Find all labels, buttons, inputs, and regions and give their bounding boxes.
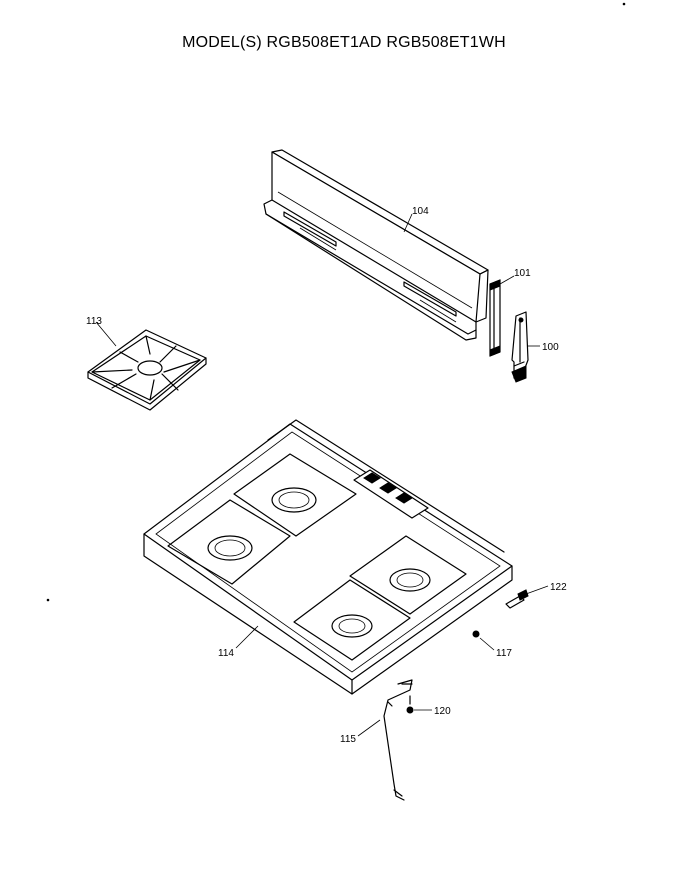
rod-part [383,679,413,801]
grate-part [87,329,207,411]
callout-100: 100 [542,342,559,353]
orifice-part [505,589,529,609]
bracket-part [511,311,529,383]
plug-part [472,630,480,638]
callout-104: 104 [412,206,429,217]
cooktop-part [143,419,513,695]
leader-lines [95,213,549,737]
callout-115: 115 [340,734,356,745]
callout-120: 120 [434,706,451,717]
scan-speck [622,2,626,6]
end-cap-part [489,279,501,357]
callout-113: 113 [86,316,102,327]
model-title: MODEL(S) RGB508ET1AD RGB508ET1WH [182,34,506,51]
callout-101: 101 [514,268,531,279]
callout-122: 122 [550,582,567,593]
backguard-part [263,149,489,341]
screw-part [406,695,414,714]
callout-117: 117 [496,648,512,659]
callout-114: 114 [218,648,234,659]
scan-speck [46,598,50,602]
